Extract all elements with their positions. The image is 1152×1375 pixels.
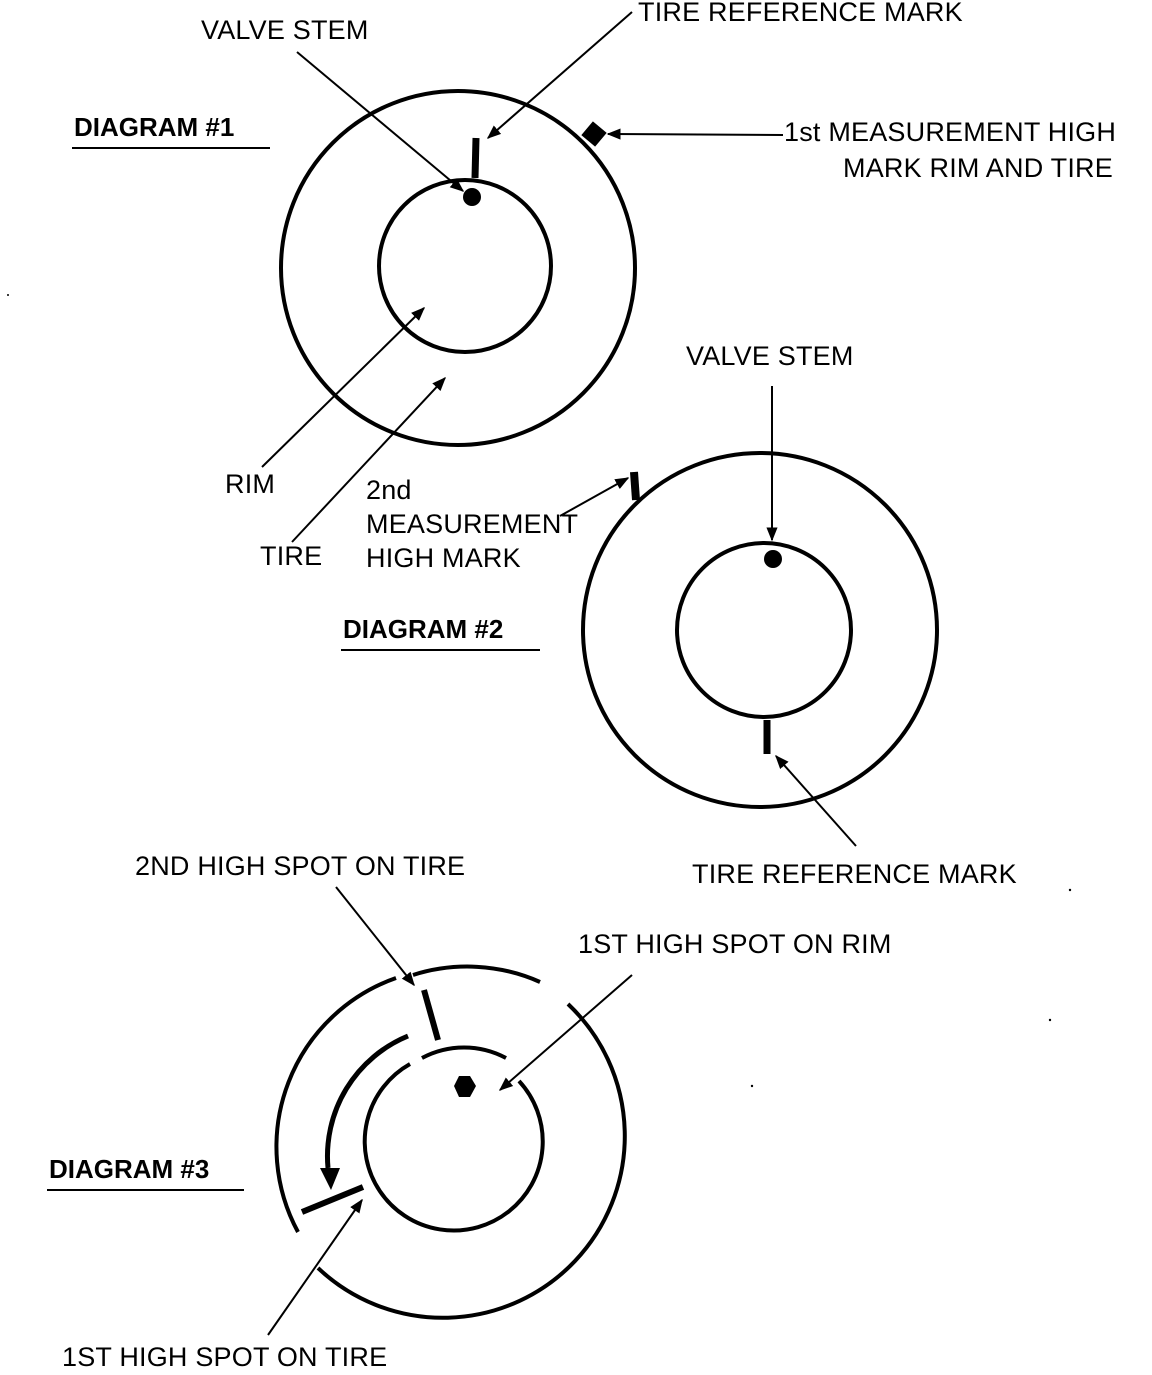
first-high-spot-rim-leader [498, 974, 633, 1091]
rim-leader [261, 307, 425, 468]
rotation-arrow [324, 1033, 409, 1169]
rotation-arrowhead-icon [320, 1168, 340, 1190]
first-high-spot-tire-label: 1ST HIGH SPOT ON TIRE [62, 1342, 388, 1372]
first-measurement-leader [606, 128, 784, 140]
second-high-spot-mark [421, 989, 441, 1041]
diagram-1 [261, 11, 784, 543]
diagram-2 [559, 386, 939, 847]
scan-specks [7, 294, 1072, 1088]
diagram-2-title: DIAGRAM #2 [343, 614, 504, 644]
tire-label: TIRE [260, 541, 323, 571]
diagram-1-title: DIAGRAM #1 [74, 112, 235, 142]
tire-outline [581, 451, 939, 809]
diagram-2-title-underline [341, 649, 540, 651]
second-high-spot-leader [335, 886, 415, 987]
tire-reference-mark-label: TIRE REFERENCE MARK [692, 859, 1017, 889]
diagram-1-title-underline [72, 147, 270, 149]
first-measurement-label-line1: 1st MEASUREMENT HIGH [784, 117, 1117, 147]
first-high-spot-rim-dot [454, 1076, 476, 1097]
valve-stem-leader [296, 51, 465, 192]
tire-outline [316, 1002, 627, 1320]
tire-outline [274, 976, 397, 1233]
rim-outline [421, 1045, 507, 1060]
tire-reference-mark [471, 137, 480, 179]
tire-reference-leader [486, 11, 633, 139]
rim-label: RIM [225, 469, 276, 499]
rim-outline [377, 178, 553, 354]
first-measurement-label-line2: MARK RIM AND TIRE [843, 153, 1113, 183]
tire-outline [412, 964, 541, 984]
valve-stem-label: VALVE STEM [201, 15, 369, 45]
second-measurement-label-line3: HIGH MARK [366, 543, 521, 573]
tire-outline [279, 89, 637, 447]
valve-stem-dot [764, 550, 782, 568]
first-measurement-mark [581, 121, 607, 147]
second-measurement-leader [559, 477, 630, 517]
first-high-spot-tire-leader [267, 1198, 363, 1336]
second-measurement-label-line2: MEASUREMENT [366, 509, 579, 539]
diagram-3-title-underline [47, 1189, 244, 1191]
rim-outline [675, 541, 853, 719]
tire-reference-leader [775, 754, 857, 847]
rim-outline [362, 1062, 545, 1233]
second-measurement-mark [630, 471, 640, 501]
first-high-spot-tire-mark [300, 1184, 365, 1215]
tire-leader [291, 376, 446, 543]
valve-stem-label: VALVE STEM [686, 341, 854, 371]
second-measurement-label-line1: 2nd [366, 475, 412, 505]
second-high-spot-tire-label: 2ND HIGH SPOT ON TIRE [135, 851, 466, 881]
valve-stem-dot [463, 188, 481, 206]
diagram-3-title: DIAGRAM #3 [49, 1154, 210, 1184]
diagram-3 [267, 886, 633, 1336]
first-high-spot-rim-label: 1ST HIGH SPOT ON RIM [578, 929, 892, 959]
tire-reference-mark-label: TIRE REFERENCE MARK [638, 0, 963, 27]
